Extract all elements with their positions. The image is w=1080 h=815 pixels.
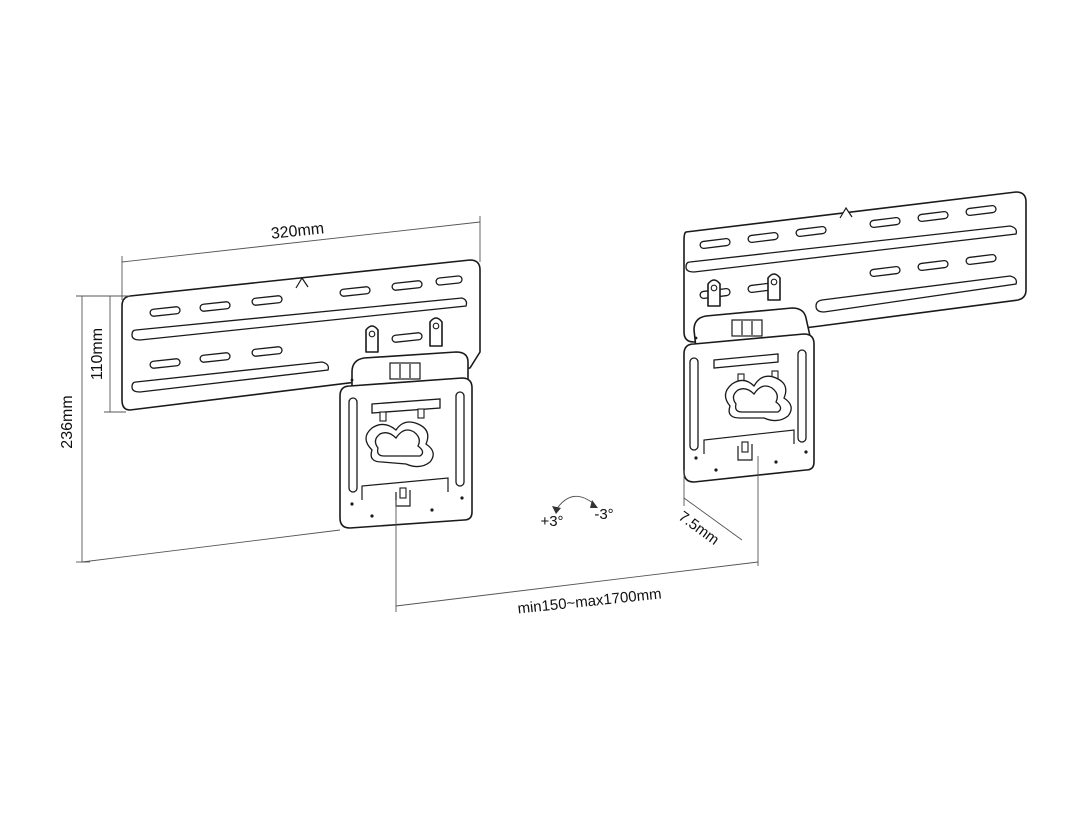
left-cloud-inner xyxy=(374,429,424,457)
right-rail-slot-2 xyxy=(815,275,1018,313)
left-up-arrow-icon xyxy=(295,276,309,289)
left-plate-side-slot-b xyxy=(455,391,465,487)
distance-label: min150~max1700mm xyxy=(517,586,663,618)
dimension-depth: 7.5mm xyxy=(675,470,743,549)
tilt-arrow-left-icon xyxy=(552,506,561,514)
inner-height-label: 110mm xyxy=(89,328,106,380)
tilt-minus-label: -3° xyxy=(594,506,613,523)
tilt-plus-label: +3° xyxy=(540,513,563,530)
depth-label: 7.5mm xyxy=(675,508,722,549)
right-short-slots-1 xyxy=(699,204,997,250)
right-hook-tabs xyxy=(707,273,781,307)
left-short-slots-2 xyxy=(149,332,423,369)
right-plate-top-slot xyxy=(713,353,779,369)
right-bracket xyxy=(683,191,1027,483)
right-cloud-inner xyxy=(732,385,782,413)
right-plate-side-slot-b xyxy=(797,349,807,443)
dimension-total-height: 236mm xyxy=(59,295,341,563)
left-bracket xyxy=(121,259,481,529)
dimension-width: 320mm xyxy=(121,216,481,300)
left-rail-slot-1 xyxy=(131,297,468,341)
left-clamp-window xyxy=(389,362,421,380)
tilt-arrow-right-icon xyxy=(590,500,598,508)
left-short-slots-1 xyxy=(149,275,463,317)
left-plate-top-slot xyxy=(371,398,441,414)
right-lock-frame xyxy=(703,429,795,454)
left-hook-tabs xyxy=(365,317,443,353)
width-label: 320mm xyxy=(270,220,325,242)
right-rail-plate xyxy=(683,191,1027,343)
right-plate-side-slot-a xyxy=(689,357,699,451)
left-plate-side-slot-a xyxy=(348,397,358,493)
total-height-label: 236mm xyxy=(59,395,76,448)
right-rail-slot-1 xyxy=(685,225,1018,273)
left-rail-slot-2 xyxy=(131,361,330,393)
tilt-indicator: +3° -3° xyxy=(540,495,614,530)
right-clamp-window xyxy=(731,319,763,337)
tilt-arc xyxy=(555,495,595,511)
right-up-arrow-icon xyxy=(839,206,853,219)
